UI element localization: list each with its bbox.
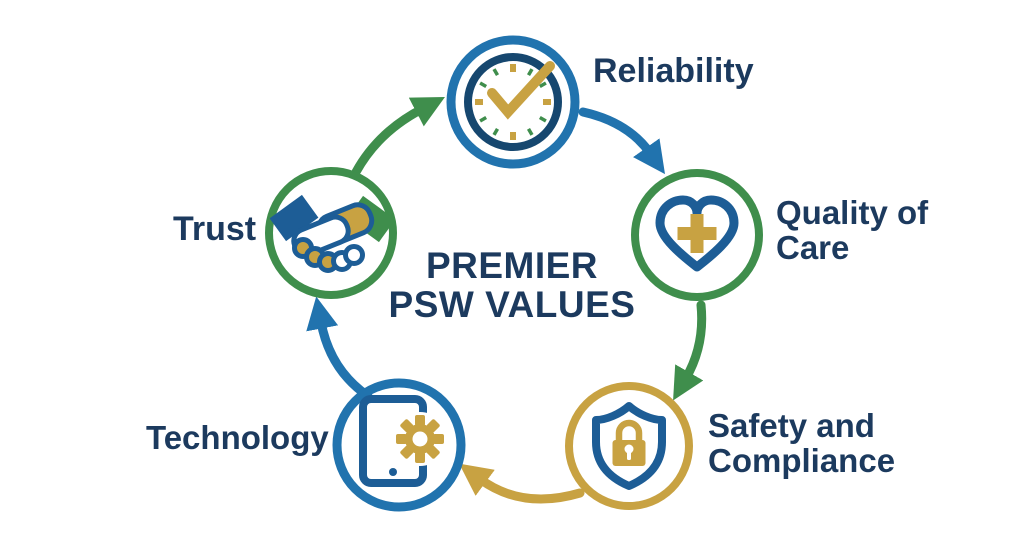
tablet-home-button xyxy=(389,468,397,476)
label-safety-and-compliance: Safety and Compliance xyxy=(708,407,896,479)
handshake-left-sleeve xyxy=(269,194,319,242)
clock-check-icon xyxy=(446,35,580,169)
title-line-1: PREMIER xyxy=(425,245,599,286)
tablet-gear-icon xyxy=(332,378,466,512)
clock-face-ring xyxy=(464,53,562,151)
cycle-arrows xyxy=(306,96,707,504)
heart-cross-icon xyxy=(631,169,763,301)
handshake-icon xyxy=(265,167,397,299)
shield-lock-icon xyxy=(565,382,693,510)
page-title: PREMIER PSW VALUES xyxy=(352,245,672,325)
clock-ticks xyxy=(475,64,551,140)
arrow-reliability-to-quality xyxy=(578,107,666,175)
arrow-trust-to-reliability xyxy=(351,96,445,177)
medical-cross-icon xyxy=(677,214,717,253)
title-line-2: PSW VALUES xyxy=(388,283,636,325)
shield-ring xyxy=(565,382,693,510)
label-quality-of-care: Quality of Care xyxy=(776,194,929,266)
gear-icon xyxy=(393,412,447,466)
label-reliability: Reliability xyxy=(593,52,754,90)
heart-outline xyxy=(655,195,739,272)
keyhole-stem xyxy=(627,451,631,460)
tablet-ring xyxy=(332,378,466,512)
arrow-safety-to-technology xyxy=(459,463,585,504)
label-trust: Trust xyxy=(173,210,257,248)
arrow-technology-to-trust xyxy=(306,296,373,401)
padlock-shackle xyxy=(615,419,643,441)
label-technology: Technology xyxy=(146,419,329,456)
checkmark-icon xyxy=(487,61,555,120)
arrow-quality-to-safety xyxy=(673,300,707,401)
handshake-fingers xyxy=(292,237,365,273)
trust-ring xyxy=(265,167,397,299)
gear-hole xyxy=(412,431,428,447)
shield-outline xyxy=(592,402,666,490)
keyhole xyxy=(624,444,634,454)
clock-outer-ring xyxy=(446,35,580,169)
heart-ring xyxy=(631,169,763,301)
